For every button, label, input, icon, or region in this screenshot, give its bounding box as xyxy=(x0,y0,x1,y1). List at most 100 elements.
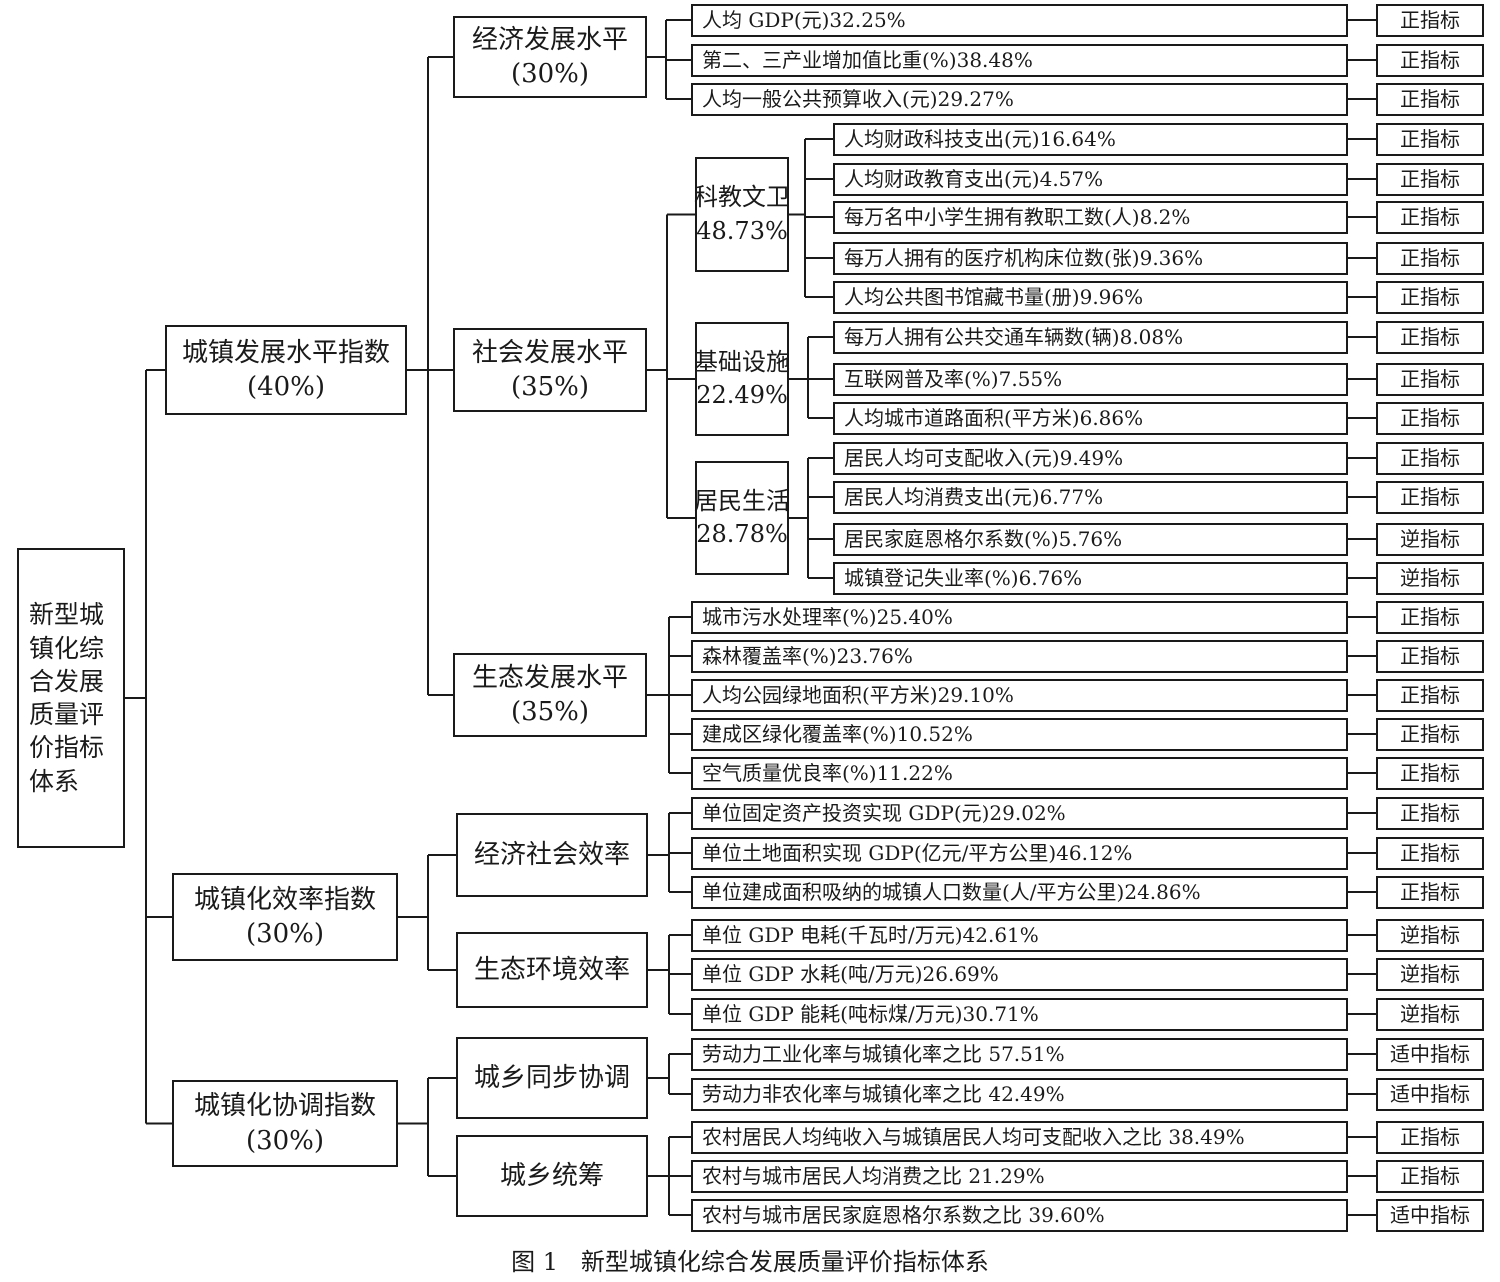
level1-efficiency: 城镇化效率指数 (30%) xyxy=(172,873,398,961)
level1-urban-development: 城镇发展水平指数 (40%) xyxy=(165,325,407,415)
indicator-box: 单位 GDP 能耗(吨标煤/万元)30.71% xyxy=(691,997,1348,1031)
indicator-type-label: 正指标 xyxy=(1400,127,1460,151)
level2-economic-development: 经济发展水平 (30%) xyxy=(453,16,647,98)
indicator-text: 每万人拥有的医疗机构床位数(张)9.36% xyxy=(844,246,1204,270)
indicator-type-label: 正指标 xyxy=(1400,325,1460,349)
level2-name: 生态发展水平 xyxy=(471,662,628,693)
indicator-text: 单位 GDP 电耗(千瓦时/万元)42.61% xyxy=(702,923,1039,947)
indicator-box: 人均 GDP(元)32.25% xyxy=(691,3,1348,37)
indicator-type-tag: 正指标 xyxy=(1376,639,1484,673)
level2-eco-environment-efficiency: 生态环境效率 xyxy=(456,932,648,1008)
indicator-text: 单位 GDP 能耗(吨标煤/万元)30.71% xyxy=(702,1002,1039,1026)
indicator-type-tag: 正指标 xyxy=(1376,320,1484,354)
indicator-text: 农村与城市居民人均消费之比 21.29% xyxy=(702,1164,1045,1188)
indicator-text: 第二、三产业增加值比重(%)38.48% xyxy=(702,48,1033,72)
level1-name: 城镇发展水平指数 xyxy=(181,337,390,368)
level2-weight: (30%) xyxy=(510,59,590,89)
indicator-text: 人均一般公共预算收入(元)29.27% xyxy=(702,87,1014,111)
indicator-text: 劳动力非农化率与城镇化率之比 42.49% xyxy=(702,1082,1065,1106)
indicator-text: 单位建成面积吸纳的城镇人口数量(人/平方公里)24.86% xyxy=(702,880,1201,904)
indicator-type-label: 正指标 xyxy=(1400,87,1460,111)
indicator-box: 人均一般公共预算收入(元)29.27% xyxy=(691,82,1348,116)
indicator-type-tag: 适中指标 xyxy=(1376,1037,1484,1071)
indicator-box: 农村与城市居民人均消费之比 21.29% xyxy=(691,1159,1348,1193)
indicator-type-label: 正指标 xyxy=(1400,683,1460,707)
level2-name: 经济社会效率 xyxy=(473,839,630,870)
indicator-type-label: 正指标 xyxy=(1400,722,1460,746)
indicator-text: 单位土地面积实现 GDP(亿元/平方公里)46.12% xyxy=(702,841,1133,865)
level1-weight: (30%) xyxy=(245,919,325,949)
indicator-type-label: 正指标 xyxy=(1400,8,1460,32)
indicator-type-tag: 正指标 xyxy=(1376,600,1484,634)
indicator-text: 每万名中小学生拥有教职工数(人)8.2% xyxy=(844,205,1191,229)
level2-name: 经济发展水平 xyxy=(471,24,628,55)
indicator-type-tag: 正指标 xyxy=(1376,200,1484,234)
level2-socioeconomic-efficiency: 经济社会效率 xyxy=(456,813,648,897)
indicator-box: 人均财政科技支出(元)16.64% xyxy=(833,122,1348,156)
indicator-box: 单位土地面积实现 GDP(亿元/平方公里)46.12% xyxy=(691,836,1348,870)
indicator-type-tag: 正指标 xyxy=(1376,1159,1484,1193)
indicator-type-tag: 逆指标 xyxy=(1376,561,1484,595)
indicator-type-tag: 正指标 xyxy=(1376,43,1484,77)
level3-science-education-culture-health: 科教文卫 48.73% xyxy=(694,157,790,272)
indicator-box: 农村居民人均纯收入与城镇居民人均可支配收入之比 38.49% xyxy=(691,1120,1348,1154)
indicator-type-tag: 逆指标 xyxy=(1376,918,1484,952)
indicator-type-tag: 正指标 xyxy=(1376,241,1484,275)
indicator-box: 空气质量优良率(%)11.22% xyxy=(691,756,1348,790)
level1-weight: (30%) xyxy=(245,1125,325,1156)
indicator-type-label: 正指标 xyxy=(1400,48,1460,72)
level3-residents-life: 居民生活 28.78% xyxy=(694,461,790,575)
indicator-box: 居民人均可支配收入(元)9.49% xyxy=(833,441,1348,475)
indicator-text: 农村与城市居民家庭恩格尔系数之比 39.60% xyxy=(702,1203,1105,1227)
indicator-type-tag: 正指标 xyxy=(1376,480,1484,514)
indicator-type-tag: 逆指标 xyxy=(1376,957,1484,991)
indicator-text: 农村居民人均纯收入与城镇居民人均可支配收入之比 38.49% xyxy=(702,1125,1245,1149)
indicator-type-label: 逆指标 xyxy=(1400,527,1460,551)
indicator-type-tag: 正指标 xyxy=(1376,836,1484,870)
indicator-type-label: 正指标 xyxy=(1400,605,1460,629)
figure-caption: 图 1 新型城镇化综合发展质量评价指标体系 xyxy=(511,1248,989,1276)
indicator-box: 第二、三产业增加值比重(%)38.48% xyxy=(691,43,1348,77)
indicator-type-label: 正指标 xyxy=(1400,841,1460,865)
indicator-type-label: 正指标 xyxy=(1400,367,1460,391)
indicator-box: 人均公园绿地面积(平方米)29.10% xyxy=(691,678,1348,712)
indicator-text: 人均公园绿地面积(平方米)29.10% xyxy=(702,683,1014,707)
indicator-text: 居民人均可支配收入(元)9.49% xyxy=(844,446,1124,470)
level2-urban-rural-integration: 城乡统筹 xyxy=(456,1135,648,1217)
indicator-box: 农村与城市居民家庭恩格尔系数之比 39.60% xyxy=(691,1198,1348,1232)
level2-urban-rural-sync: 城乡同步协调 xyxy=(456,1037,648,1119)
root-node: 新型城镇化综合发展质量评价指标体系 xyxy=(17,548,125,848)
indicator-type-tag: 正指标 xyxy=(1376,82,1484,116)
group-name: 科教文卫 xyxy=(694,183,790,212)
indicator-box: 居民家庭恩格尔系数(%)5.76% xyxy=(833,522,1348,556)
indicator-type-tag: 正指标 xyxy=(1376,756,1484,790)
level1-name: 城镇化效率指数 xyxy=(193,884,376,915)
indicator-box: 劳动力非农化率与城镇化率之比 42.49% xyxy=(691,1077,1348,1111)
indicator-type-label: 逆指标 xyxy=(1400,566,1460,590)
indicator-text: 每万人拥有公共交通车辆数(辆)8.08% xyxy=(844,325,1184,349)
indicator-type-label: 适中指标 xyxy=(1390,1042,1470,1066)
indicator-type-label: 正指标 xyxy=(1400,801,1460,825)
indicator-type-tag: 适中指标 xyxy=(1376,1198,1484,1232)
indicator-type-label: 正指标 xyxy=(1400,406,1460,430)
indicator-box: 每万名中小学生拥有教职工数(人)8.2% xyxy=(833,200,1348,234)
indicator-type-tag: 正指标 xyxy=(1376,678,1484,712)
level2-social-development: 社会发展水平 (35%) xyxy=(453,328,647,412)
indicator-type-label: 正指标 xyxy=(1400,167,1460,191)
indicator-type-tag: 正指标 xyxy=(1376,3,1484,37)
indicator-type-label: 适中指标 xyxy=(1390,1082,1470,1106)
indicator-type-label: 正指标 xyxy=(1400,246,1460,270)
indicator-type-tag: 正指标 xyxy=(1376,875,1484,909)
indicator-type-tag: 逆指标 xyxy=(1376,522,1484,556)
indicator-text: 建成区绿化覆盖率(%)10.52% xyxy=(702,722,973,746)
indicator-text: 城镇登记失业率(%)6.76% xyxy=(844,566,1083,590)
level2-name: 城乡统筹 xyxy=(499,1160,604,1191)
indicator-type-label: 正指标 xyxy=(1400,880,1460,904)
group-weight: 28.78% xyxy=(696,520,788,548)
indicator-type-tag: 正指标 xyxy=(1376,441,1484,475)
indicator-type-tag: 正指标 xyxy=(1376,162,1484,196)
level2-name: 城乡同步协调 xyxy=(473,1062,630,1093)
indicator-text: 人均城市道路面积(平方米)6.86% xyxy=(844,406,1144,430)
indicator-box: 人均财政教育支出(元)4.57% xyxy=(833,162,1348,196)
indicator-text: 森林覆盖率(%)23.76% xyxy=(702,644,913,668)
